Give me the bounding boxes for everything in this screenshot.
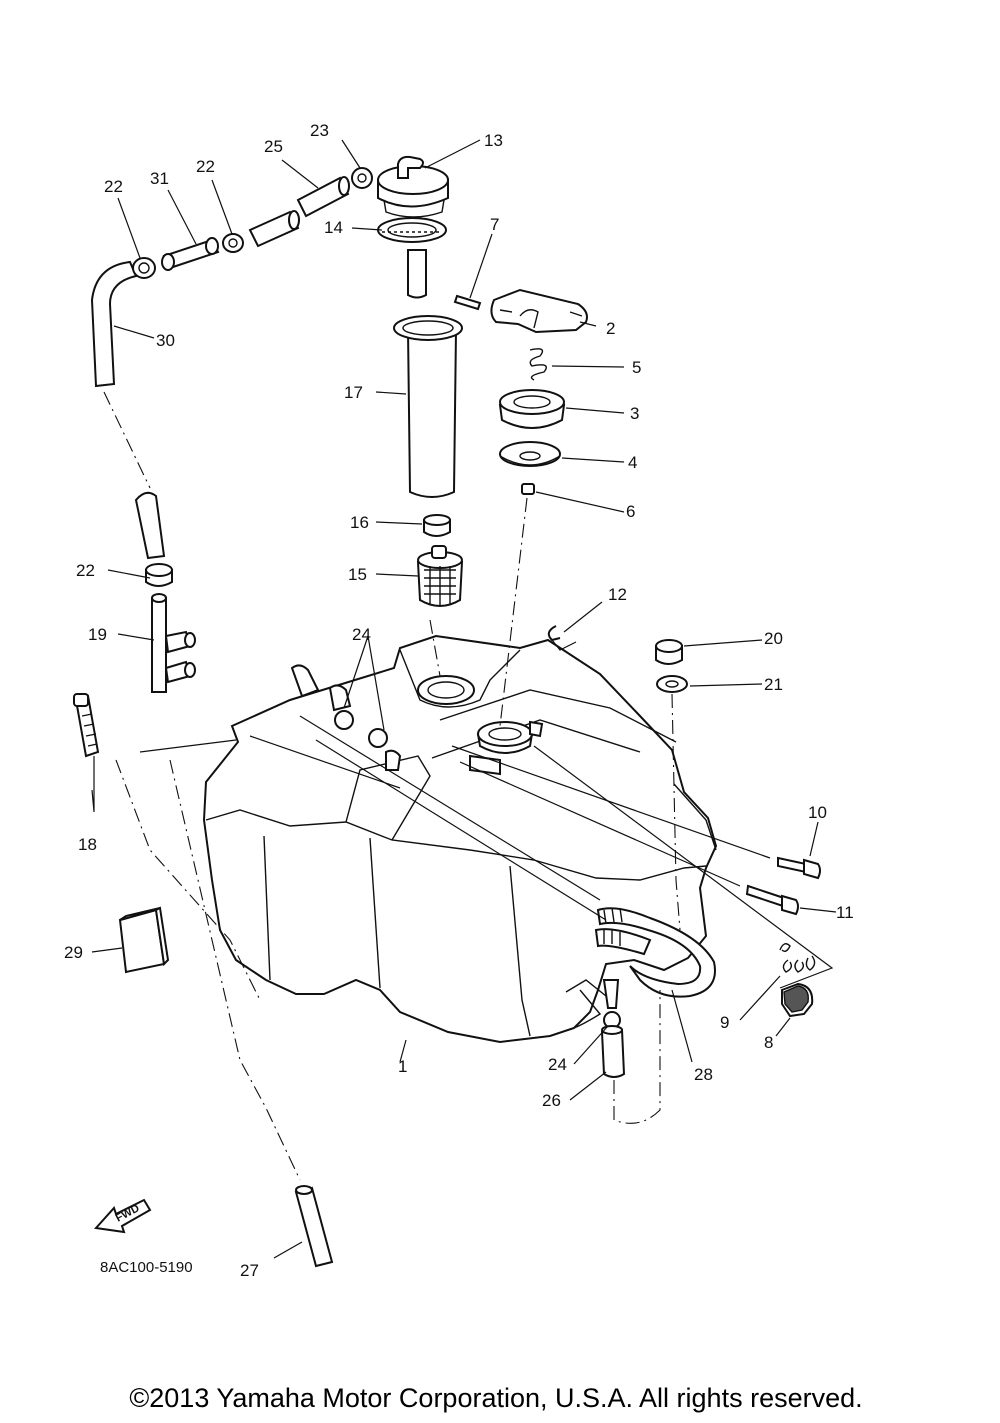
- fwd-arrow-icon: FWD: [94, 1198, 152, 1234]
- part-15-fuel-filter: [416, 545, 464, 607]
- part-18-strap: [73, 693, 100, 758]
- part-2-cover: [490, 288, 588, 334]
- part-17-filler-tube: [393, 315, 463, 498]
- part-30-vent-hose: [90, 260, 138, 388]
- callout-4: 4: [628, 453, 637, 472]
- part-23-clamp: [351, 167, 373, 189]
- part-5-spring: [529, 348, 547, 381]
- callout-27: 27: [240, 1261, 259, 1280]
- part-24-lower-clamp: [602, 979, 621, 1029]
- part-27-hose: [294, 1185, 334, 1268]
- callout-26: 26: [542, 1091, 561, 1110]
- callout-10: 10: [808, 803, 827, 822]
- callout-7: 7: [490, 215, 499, 234]
- copyright-notice: ©2013 Yamaha Motor Corporation, U.S.A. A…: [129, 1383, 862, 1413]
- part-11-bolt: [745, 884, 799, 916]
- callout-22-a: 22: [104, 177, 123, 196]
- part-29-pad: [118, 906, 170, 974]
- lower-vent-hose: [134, 491, 166, 560]
- part-3-retainer: [498, 389, 566, 429]
- callout-31: 31: [150, 169, 169, 188]
- callout-12: 12: [608, 585, 627, 604]
- callout-24-a: 24: [352, 625, 371, 644]
- callout-5: 5: [632, 358, 641, 377]
- callout-21: 21: [764, 675, 783, 694]
- callout-20: 20: [764, 629, 783, 648]
- part-25-hose: [248, 176, 350, 248]
- callout-15: 15: [348, 565, 367, 584]
- callout-13: 13: [484, 131, 503, 150]
- callout-19: 19: [88, 625, 107, 644]
- part-16-clamp: [423, 514, 451, 537]
- part-9-clips: [779, 943, 816, 973]
- part-7-pin: [453, 294, 482, 311]
- part-1-fuel-tank: [202, 634, 718, 1044]
- part-12-clip: [547, 625, 561, 642]
- part-31-joint: [161, 237, 220, 271]
- part-24-clamps: [290, 664, 402, 771]
- part-21-washer: [656, 675, 688, 693]
- part-19-joint: [151, 593, 196, 693]
- part-13-fuel-cap: [377, 155, 449, 218]
- alignment-lines: [103, 391, 834, 1181]
- callout-11: 11: [836, 903, 854, 922]
- callout-23: 23: [310, 121, 329, 140]
- part-28-hose: [594, 907, 716, 998]
- callout-6: 6: [626, 502, 635, 521]
- callout-17: 17: [344, 383, 363, 402]
- part-20-grommet: [655, 639, 683, 665]
- callout-8: 8: [764, 1033, 773, 1052]
- part-22-clamp-b: [222, 233, 244, 253]
- callouts: 1 2 3 4 5 6 7 8 9 10 11 12 13 14 15 16 1…: [64, 121, 854, 1280]
- callout-30: 30: [156, 331, 175, 350]
- callout-2: 2: [606, 319, 615, 338]
- callout-9: 9: [720, 1013, 729, 1032]
- callout-24-b: 24: [548, 1055, 567, 1074]
- callout-29: 29: [64, 943, 83, 962]
- part-8-cap: [781, 982, 814, 1018]
- part-6-nut: [521, 483, 535, 495]
- part-14-gasket: [377, 217, 447, 299]
- callout-25: 25: [264, 137, 283, 156]
- callout-14: 14: [324, 218, 343, 237]
- diagram-code: 8AC100-5190: [100, 1259, 193, 1276]
- part-4-washer: [499, 441, 561, 467]
- callout-16: 16: [350, 513, 369, 532]
- part-10-bolt: [777, 856, 821, 880]
- callout-18: 18: [78, 835, 97, 854]
- callout-22-c: 22: [76, 561, 95, 580]
- part-22-clamp-c: [145, 563, 173, 587]
- callout-28: 28: [694, 1065, 713, 1084]
- callout-22-b: 22: [196, 157, 215, 176]
- part-22-clamp-a: [132, 257, 156, 279]
- part-26-hose: [600, 1025, 626, 1078]
- callout-1: 1: [398, 1057, 407, 1076]
- callout-3: 3: [630, 404, 639, 423]
- leader-lines: [91, 139, 837, 1259]
